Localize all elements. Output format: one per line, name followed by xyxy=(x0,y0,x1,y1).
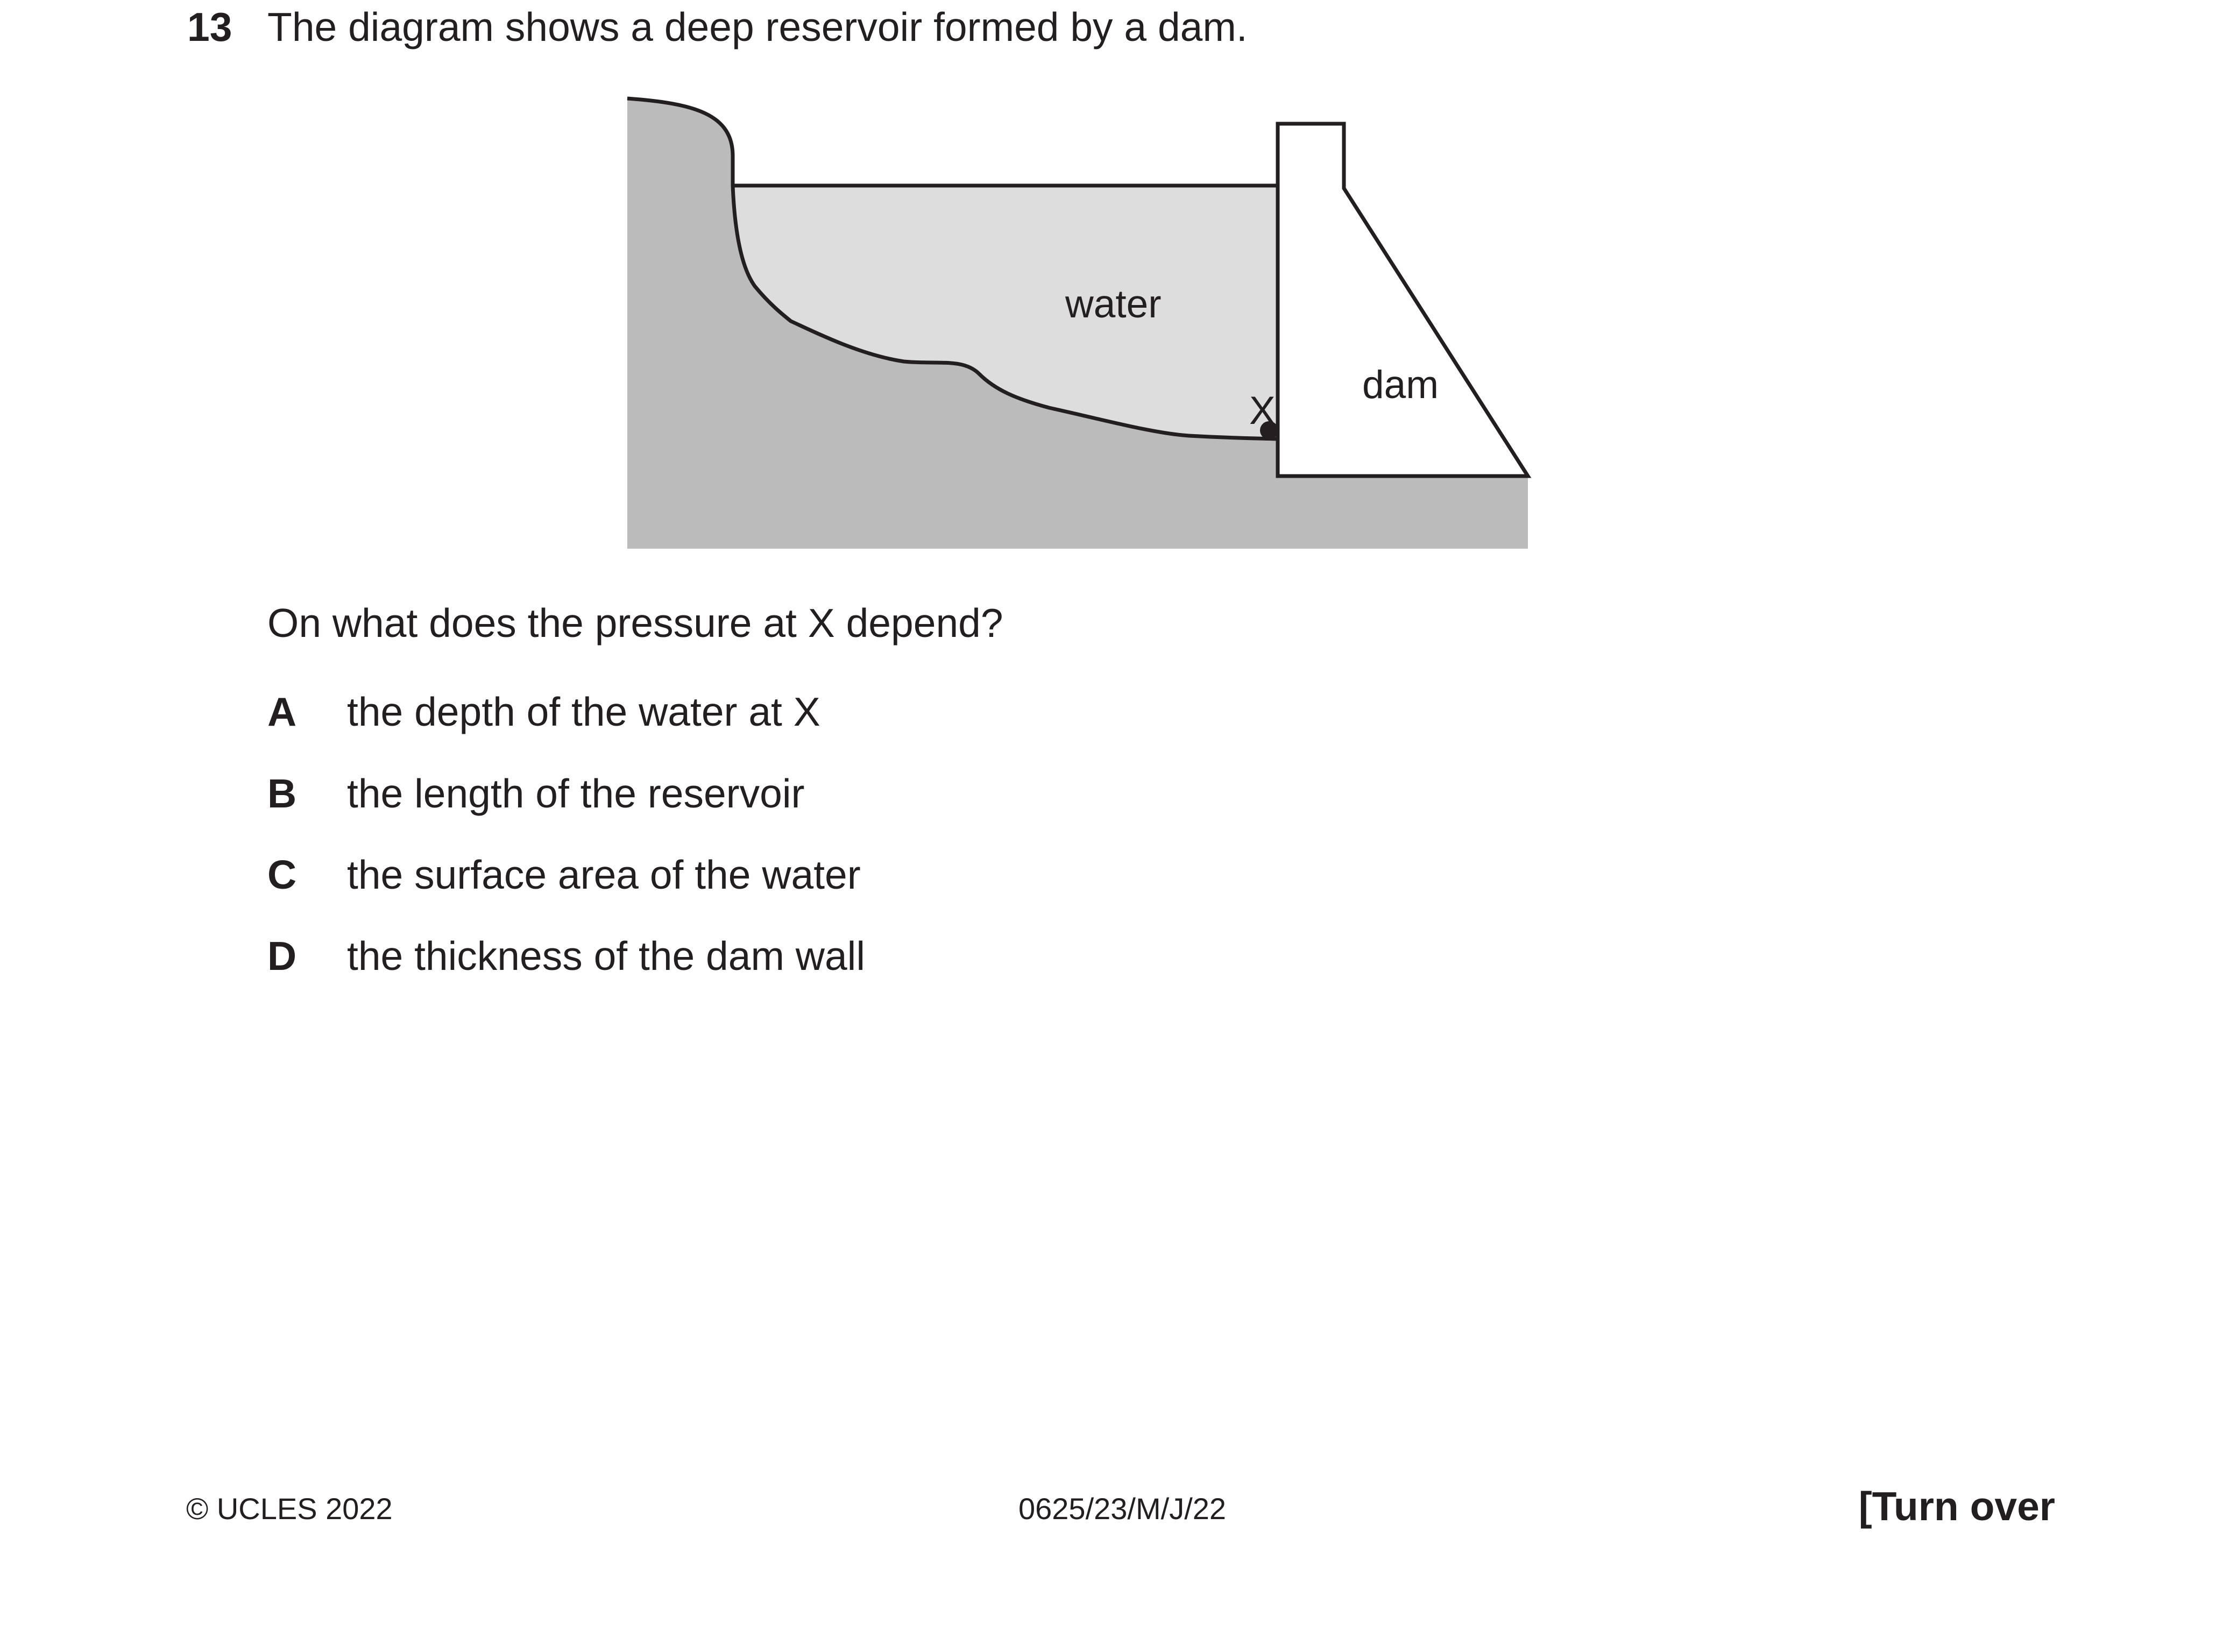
option-letter: D xyxy=(267,933,297,979)
water-label: water xyxy=(1065,282,1162,326)
footer-copyright: © UCLES 2022 xyxy=(186,1492,393,1526)
option-letter: A xyxy=(267,689,297,734)
option-letter: C xyxy=(267,852,297,897)
dam-label: dam xyxy=(1362,363,1439,407)
water-region xyxy=(733,186,1278,439)
question-number: 13 xyxy=(187,4,232,49)
question-prompt: On what does the pressure at X depend? xyxy=(267,600,1003,646)
question-stem: The diagram shows a deep reservoir forme… xyxy=(267,4,1248,49)
point-x-label: X xyxy=(1249,389,1276,433)
footer-turn-over: [Turn over xyxy=(1858,1484,2055,1529)
bank-outline xyxy=(627,96,1278,441)
dam-shape xyxy=(1276,122,1532,478)
option-text: the surface area of the water xyxy=(347,852,861,897)
ground-region xyxy=(627,98,1528,549)
option-text: the length of the reservoir xyxy=(347,771,805,816)
option-text: the depth of the water at X xyxy=(347,689,820,734)
option-letter: B xyxy=(267,771,297,816)
point-x-marker xyxy=(1260,421,1278,439)
reservoir-dam-diagram: water dam X xyxy=(592,86,1614,559)
option-text: the thickness of the dam wall xyxy=(347,933,865,979)
footer-paper-code: 0625/23/M/J/22 xyxy=(1018,1492,1227,1526)
